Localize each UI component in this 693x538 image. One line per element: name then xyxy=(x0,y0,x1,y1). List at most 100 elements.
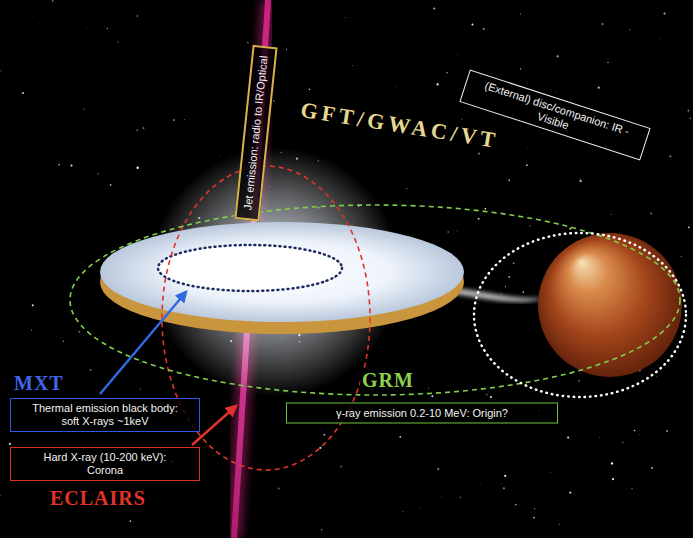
box-text: Thermal emission black body: soft X-rays… xyxy=(27,402,183,428)
star xyxy=(690,117,692,119)
star xyxy=(53,218,55,220)
star xyxy=(508,179,510,181)
thermal-emission-box: Thermal emission black body: soft X-rays… xyxy=(10,398,200,432)
box-text: Hard X-ray (10-200 keV): Corona xyxy=(31,451,179,477)
star xyxy=(520,68,521,69)
star xyxy=(140,363,141,364)
star xyxy=(555,91,557,93)
star xyxy=(485,208,487,210)
star xyxy=(286,49,287,50)
star xyxy=(611,462,613,464)
star xyxy=(567,436,569,438)
star xyxy=(0,70,1,71)
star xyxy=(344,17,346,19)
star xyxy=(479,482,481,484)
star xyxy=(666,430,668,432)
star xyxy=(634,430,636,432)
star xyxy=(247,42,248,43)
star xyxy=(508,276,510,278)
star xyxy=(461,119,462,120)
instrument-label: ECLAIRS xyxy=(48,487,148,510)
star xyxy=(598,87,600,89)
star xyxy=(441,495,443,497)
star xyxy=(559,523,561,525)
star xyxy=(522,291,524,293)
star xyxy=(650,212,652,214)
star xyxy=(32,304,34,306)
leader-arrow xyxy=(100,292,186,394)
star xyxy=(70,164,72,166)
gamma-ray-box: γ-ray emission 0.2-10 MeV: Origin? xyxy=(286,403,558,424)
star xyxy=(437,468,439,470)
star xyxy=(273,100,275,102)
star xyxy=(638,433,640,435)
star xyxy=(622,442,623,443)
star xyxy=(110,184,112,186)
star xyxy=(460,497,462,499)
star xyxy=(656,376,658,378)
star xyxy=(515,504,517,506)
star xyxy=(651,467,653,469)
star xyxy=(86,27,88,29)
star xyxy=(501,482,503,484)
star xyxy=(669,155,671,157)
star xyxy=(22,92,24,94)
star xyxy=(278,488,280,490)
star xyxy=(446,72,447,73)
star xyxy=(490,396,492,398)
star xyxy=(579,180,581,182)
star xyxy=(431,395,433,397)
star xyxy=(402,511,403,512)
star xyxy=(664,13,666,15)
star xyxy=(557,55,559,57)
star xyxy=(681,256,682,257)
star xyxy=(90,369,92,371)
companion-star xyxy=(538,233,682,377)
star xyxy=(418,508,420,510)
instrument-label: MXT xyxy=(12,372,66,395)
star xyxy=(78,331,80,333)
star xyxy=(569,491,571,493)
star xyxy=(503,487,505,489)
star xyxy=(504,475,506,477)
star xyxy=(107,28,108,29)
star xyxy=(97,173,98,174)
star xyxy=(478,218,480,220)
star xyxy=(527,147,529,149)
star xyxy=(55,57,57,59)
star xyxy=(611,214,612,215)
star xyxy=(578,380,580,382)
star xyxy=(309,88,311,90)
star xyxy=(0,495,1,496)
star xyxy=(472,24,474,26)
star xyxy=(37,23,39,25)
star xyxy=(612,478,614,480)
system-region xyxy=(70,205,680,395)
star xyxy=(631,488,632,489)
star xyxy=(52,0,54,2)
star xyxy=(486,394,488,396)
star xyxy=(29,124,31,126)
star xyxy=(136,167,138,169)
star xyxy=(140,388,141,389)
star xyxy=(533,517,535,519)
star xyxy=(660,38,662,40)
star xyxy=(599,437,601,439)
star xyxy=(406,188,407,189)
star xyxy=(137,129,138,130)
star xyxy=(456,230,458,232)
star xyxy=(118,41,119,42)
star xyxy=(478,153,480,155)
star xyxy=(340,465,342,467)
star xyxy=(321,529,322,530)
star xyxy=(457,54,459,56)
star xyxy=(483,28,485,30)
star xyxy=(173,119,175,121)
star xyxy=(505,471,507,473)
box-text: γ-ray emission 0.2-10 MeV: Origin? xyxy=(297,407,547,420)
star xyxy=(399,436,401,438)
accretion-disk xyxy=(100,222,464,322)
star xyxy=(607,62,608,63)
star xyxy=(436,83,438,85)
